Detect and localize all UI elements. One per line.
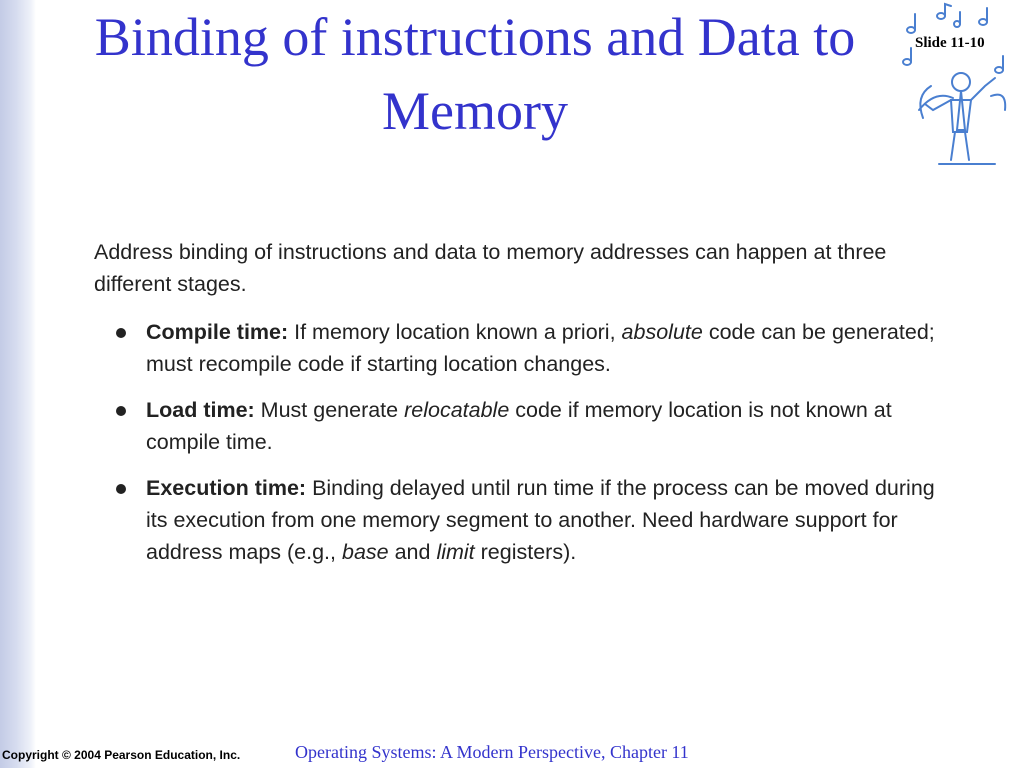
slide-number: Slide 11-10 — [915, 35, 985, 51]
bullet-term: Execution time: — [146, 476, 307, 500]
bullet-emphasis: absolute — [621, 320, 703, 344]
bullet-icon — [116, 328, 126, 338]
left-gradient-bar — [0, 0, 36, 768]
bullet-text: code can be generated; must recompile co… — [146, 320, 935, 376]
bullet-emphasis: base — [341, 540, 389, 564]
list-item-execution-time: Execution time: Binding delayed until ru… — [116, 472, 954, 568]
chapter-caption: Operating Systems: A Modern Perspective,… — [295, 742, 689, 762]
bullet-text: If memory location known a priori, — [288, 320, 622, 344]
bullet-term: Compile time: — [146, 320, 289, 344]
copyright-notice: Copyright © 2004 Pearson Education, Inc. — [2, 748, 241, 762]
bullet-text: and — [388, 540, 437, 564]
intro-paragraph: Address binding of instructions and data… — [94, 240, 887, 296]
bullet-text: registers). — [474, 540, 577, 564]
bullet-text: Binding delayed until run time if the pr… — [146, 476, 935, 564]
slide-title: Binding of instructions and Data to Memo… — [94, 7, 856, 141]
bullet-text: Must generate — [254, 398, 405, 422]
bullet-term: Load time: — [146, 398, 255, 422]
list-item-load-time: Load time: Must generate relocatable cod… — [116, 394, 954, 458]
bullet-text: code if memory location is not known at … — [146, 398, 892, 454]
bullet-emphasis: relocatable — [404, 398, 510, 422]
bullet-icon — [116, 484, 126, 494]
bullet-icon — [116, 406, 126, 416]
stage-list: Compile time: If memory location known a… — [94, 316, 954, 568]
slide-body: Address binding of instructions and data… — [94, 236, 954, 582]
bullet-emphasis: limit — [436, 540, 475, 564]
list-item-compile-time: Compile time: If memory location known a… — [116, 316, 954, 380]
music-conductor-icon — [902, 2, 1007, 165]
